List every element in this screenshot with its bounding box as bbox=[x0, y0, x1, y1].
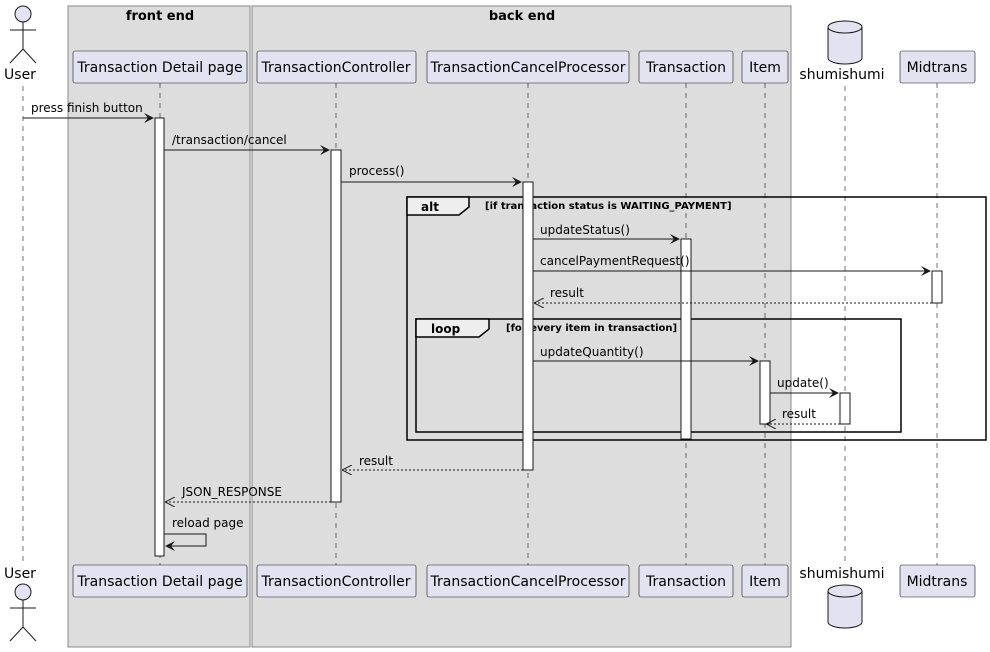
participant-controller-bottom: TransactionController bbox=[256, 564, 417, 598]
participant-item-bottom: Item bbox=[741, 564, 789, 598]
database-icon bbox=[827, 591, 863, 629]
message-cancel-request: /transaction/cancel bbox=[164, 133, 330, 155]
participant-processor-top: TransactionCancelProcessor bbox=[426, 50, 630, 84]
activation-midtrans bbox=[931, 270, 943, 304]
database-icon bbox=[827, 27, 863, 65]
participant-box bbox=[638, 564, 734, 598]
message-update: update() bbox=[770, 376, 839, 398]
participant-box bbox=[741, 564, 789, 598]
participant-midtrans-bottom: Midtrans bbox=[899, 564, 976, 598]
participant-label: Transaction Detail page bbox=[76, 60, 242, 76]
actor-body-icon bbox=[9, 22, 37, 64]
participant-label: TransactionCancelProcessor bbox=[430, 574, 626, 590]
participant-box bbox=[426, 564, 630, 598]
participant-user-top: User bbox=[4, 5, 37, 83]
actor-head-icon bbox=[14, 583, 32, 601]
database-top-icon bbox=[827, 20, 863, 34]
activation-controller bbox=[330, 149, 342, 503]
message-label: result bbox=[359, 454, 393, 468]
loop-fragment: loop [for every item in transaction] bbox=[415, 318, 902, 433]
message-label: JSON_RESPONSE bbox=[181, 485, 282, 499]
message-update-status: updateStatus() bbox=[533, 223, 680, 244]
front-end-title: front end bbox=[126, 9, 194, 24]
participant-label: TransactionCancelProcessor bbox=[430, 60, 626, 76]
message-label: press finish button bbox=[31, 101, 143, 115]
participant-box bbox=[638, 50, 734, 84]
activation-item bbox=[759, 360, 771, 425]
activation-processor bbox=[522, 181, 534, 471]
participant-label: Transaction bbox=[645, 574, 726, 590]
actor-head-icon bbox=[14, 5, 32, 23]
message-reload-page: reload page bbox=[164, 516, 243, 551]
participant-box bbox=[899, 564, 976, 598]
participant-transaction-top: Transaction bbox=[638, 50, 734, 84]
participant-item-top: Item bbox=[741, 50, 789, 84]
alt-keyword: alt bbox=[421, 200, 439, 214]
database-top-icon bbox=[827, 584, 863, 598]
message-label: updateStatus() bbox=[540, 223, 630, 237]
participant-box bbox=[426, 50, 630, 84]
participant-label: Transaction bbox=[645, 60, 726, 76]
activation-db bbox=[839, 392, 851, 425]
actor-body-icon bbox=[9, 600, 37, 642]
participant-processor-bottom: TransactionCancelProcessor bbox=[426, 564, 630, 598]
message-label: /transaction/cancel bbox=[172, 133, 287, 147]
alt-tab bbox=[406, 196, 470, 216]
participant-label: shumishumi bbox=[799, 67, 884, 83]
message-processor-result: result bbox=[343, 454, 523, 470]
message-label: reload page bbox=[172, 516, 243, 530]
participant-box bbox=[741, 50, 789, 84]
message-press-finish: press finish button bbox=[23, 101, 154, 123]
participant-box bbox=[72, 564, 248, 598]
participant-detail-page-top: Transaction Detail page bbox=[72, 50, 248, 84]
participant-db-top: shumishumi bbox=[799, 20, 885, 83]
participant-label: User bbox=[4, 566, 36, 582]
message-midtrans-result: result bbox=[535, 286, 932, 303]
participant-label: Item bbox=[749, 574, 781, 590]
loop-guard: [for every item in transaction] bbox=[506, 323, 677, 334]
loop-keyword: loop bbox=[431, 322, 461, 336]
participant-box bbox=[72, 50, 248, 84]
participant-user-bottom: User bbox=[4, 566, 37, 642]
message-arrow bbox=[164, 533, 207, 551]
alt-guard: [if transaction status is WAITING_PAYMEN… bbox=[485, 201, 732, 212]
participant-box bbox=[256, 50, 417, 84]
message-label: update() bbox=[777, 376, 829, 390]
message-cancel-payment: cancelPaymentRequest() bbox=[533, 254, 931, 276]
activation-detail-page bbox=[154, 117, 165, 557]
participant-midtrans-top: Midtrans bbox=[899, 50, 976, 84]
loop-frame bbox=[415, 318, 902, 433]
participant-db-bottom: shumishumi bbox=[799, 566, 885, 629]
back-end-group bbox=[251, 5, 792, 648]
participant-label: TransactionController bbox=[261, 574, 411, 590]
participant-label: shumishumi bbox=[799, 566, 884, 582]
participant-label: Midtrans bbox=[907, 60, 968, 76]
message-label: process() bbox=[349, 164, 404, 178]
message-label: updateQuantity() bbox=[540, 345, 644, 359]
message-process: process() bbox=[341, 164, 522, 187]
message-label: result bbox=[782, 407, 816, 421]
participant-box bbox=[256, 564, 417, 598]
loop-tab bbox=[415, 318, 490, 338]
message-label: cancelPaymentRequest() bbox=[540, 254, 690, 268]
participant-label: Transaction Detail page bbox=[76, 574, 242, 590]
participant-detail-page-bottom: Transaction Detail page bbox=[72, 564, 248, 598]
alt-fragment: alt [if transaction status is WAITING_PA… bbox=[406, 196, 987, 441]
participant-controller-top: TransactionController bbox=[256, 50, 417, 84]
participant-box bbox=[899, 50, 976, 84]
participant-label: Item bbox=[749, 60, 781, 76]
back-end-title: back end bbox=[489, 9, 555, 24]
participant-label: Midtrans bbox=[907, 574, 968, 590]
message-label: result bbox=[550, 286, 584, 300]
participant-label: TransactionController bbox=[261, 60, 411, 76]
activation-transaction bbox=[680, 238, 692, 440]
message-json-response: JSON_RESPONSE bbox=[166, 485, 331, 502]
message-update-quantity: updateQuantity() bbox=[533, 345, 759, 366]
participant-label: User bbox=[4, 67, 36, 83]
alt-frame bbox=[406, 196, 987, 441]
message-db-result: result bbox=[767, 407, 840, 424]
participant-transaction-bottom: Transaction bbox=[638, 564, 734, 598]
